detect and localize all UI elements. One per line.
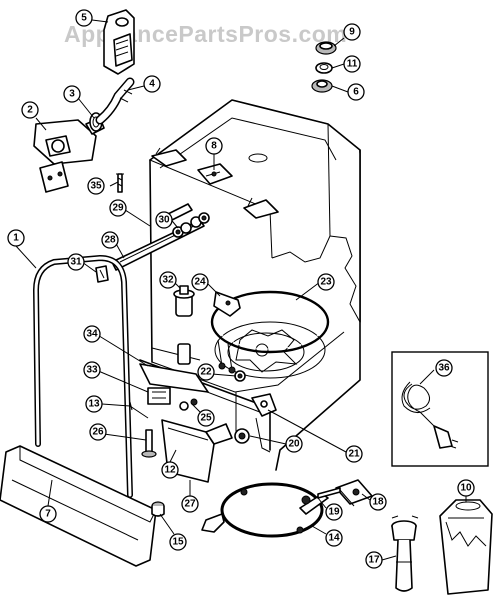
power-cord-box [391, 351, 489, 467]
svg-text:34: 34 [86, 329, 98, 340]
svg-text:1: 1 [13, 233, 19, 244]
callout-19: 19 [325, 503, 343, 521]
small-grommet [151, 501, 165, 517]
callout-24: 24 [191, 273, 209, 291]
callout-29: 29 [109, 199, 127, 217]
leader-lines [15, 19, 467, 561]
switch-screw [129, 401, 149, 419]
svg-text:18: 18 [372, 497, 384, 508]
callout-5: 5 [75, 9, 93, 27]
callout-12: 12 [161, 461, 179, 479]
callout-3: 3 [63, 85, 81, 103]
callout-1: 1 [7, 229, 25, 247]
clamp-ring [201, 482, 329, 538]
svg-text:25: 25 [200, 413, 212, 424]
callout-26: 26 [89, 423, 107, 441]
heating-element [210, 290, 330, 374]
svg-text:26: 26 [92, 427, 104, 438]
water-inlet-valve [33, 117, 105, 193]
svg-text:15: 15 [172, 537, 184, 548]
toe-panel [0, 445, 157, 567]
svg-text:13: 13 [88, 399, 100, 410]
element-clip [213, 291, 241, 317]
fill-funnel-vent [103, 9, 135, 75]
callout-11: 11 [343, 55, 361, 73]
svg-text:5: 5 [81, 13, 87, 24]
svg-text:36: 36 [438, 363, 450, 374]
float-switch-float [173, 285, 195, 365]
grommets [311, 41, 337, 93]
callout-28: 28 [101, 231, 119, 249]
drain-housing [439, 499, 493, 595]
drain-hose-adapter [391, 515, 419, 592]
callout-7: 7 [39, 505, 57, 523]
callout-21: 21 [345, 445, 363, 463]
callout-14: 14 [325, 529, 343, 547]
svg-text:24: 24 [194, 277, 206, 288]
svg-text:31: 31 [70, 257, 82, 268]
callout-22: 22 [197, 363, 215, 381]
callout-33: 33 [83, 361, 101, 379]
drain-screw [141, 429, 157, 458]
callout-2: 2 [21, 101, 39, 119]
callout-18: 18 [369, 493, 387, 511]
svg-text:19: 19 [328, 507, 340, 518]
float-switch-assembly [139, 363, 209, 411]
rail-end-clip [95, 265, 109, 283]
svg-text:3: 3 [69, 89, 75, 100]
callout-36: 36 [435, 359, 453, 377]
svg-text:14: 14 [328, 533, 340, 544]
svg-text:22: 22 [200, 367, 212, 378]
callout-31: 31 [67, 253, 85, 271]
callout-8: 8 [205, 137, 223, 155]
sump-area [214, 321, 326, 379]
callout-9: 9 [343, 23, 361, 41]
callout-30: 30 [155, 211, 173, 229]
svg-text:8: 8 [211, 141, 217, 152]
svg-text:4: 4 [149, 79, 155, 90]
svg-text:10: 10 [460, 483, 472, 494]
callout-4: 4 [143, 75, 161, 93]
callout-20: 20 [285, 435, 303, 453]
svg-text:28: 28 [104, 235, 116, 246]
mounting-screw [116, 173, 124, 193]
callout-34: 34 [83, 325, 101, 343]
callout-10: 10 [457, 479, 475, 497]
svg-text:30: 30 [158, 215, 170, 226]
svg-text:33: 33 [86, 365, 98, 376]
svg-text:17: 17 [368, 555, 380, 566]
callout-6: 6 [347, 83, 365, 101]
svg-text:23: 23 [320, 277, 332, 288]
svg-text:12: 12 [164, 465, 176, 476]
callout-17: 17 [365, 551, 383, 569]
svg-text:29: 29 [112, 203, 124, 214]
inlet-hose [95, 77, 135, 125]
top-mount-bracket [197, 163, 233, 185]
bottom-bracket [317, 479, 373, 507]
front-edge-brackets [151, 147, 279, 219]
callout-27: 27 [181, 495, 199, 513]
svg-text:20: 20 [288, 439, 300, 450]
callout-35: 35 [87, 177, 105, 195]
callout-15: 15 [169, 533, 187, 551]
svg-text:27: 27 [184, 499, 196, 510]
callout-13: 13 [85, 395, 103, 413]
svg-text:32: 32 [162, 275, 174, 286]
svg-text:6: 6 [353, 87, 359, 98]
svg-text:35: 35 [90, 181, 102, 192]
callout-25: 25 [197, 409, 215, 427]
svg-text:11: 11 [347, 59, 358, 70]
callout-23: 23 [317, 273, 335, 291]
callout-32: 32 [159, 271, 177, 289]
svg-text:7: 7 [45, 509, 51, 520]
svg-text:2: 2 [27, 105, 33, 116]
svg-text:21: 21 [348, 449, 360, 460]
svg-text:9: 9 [349, 27, 355, 38]
